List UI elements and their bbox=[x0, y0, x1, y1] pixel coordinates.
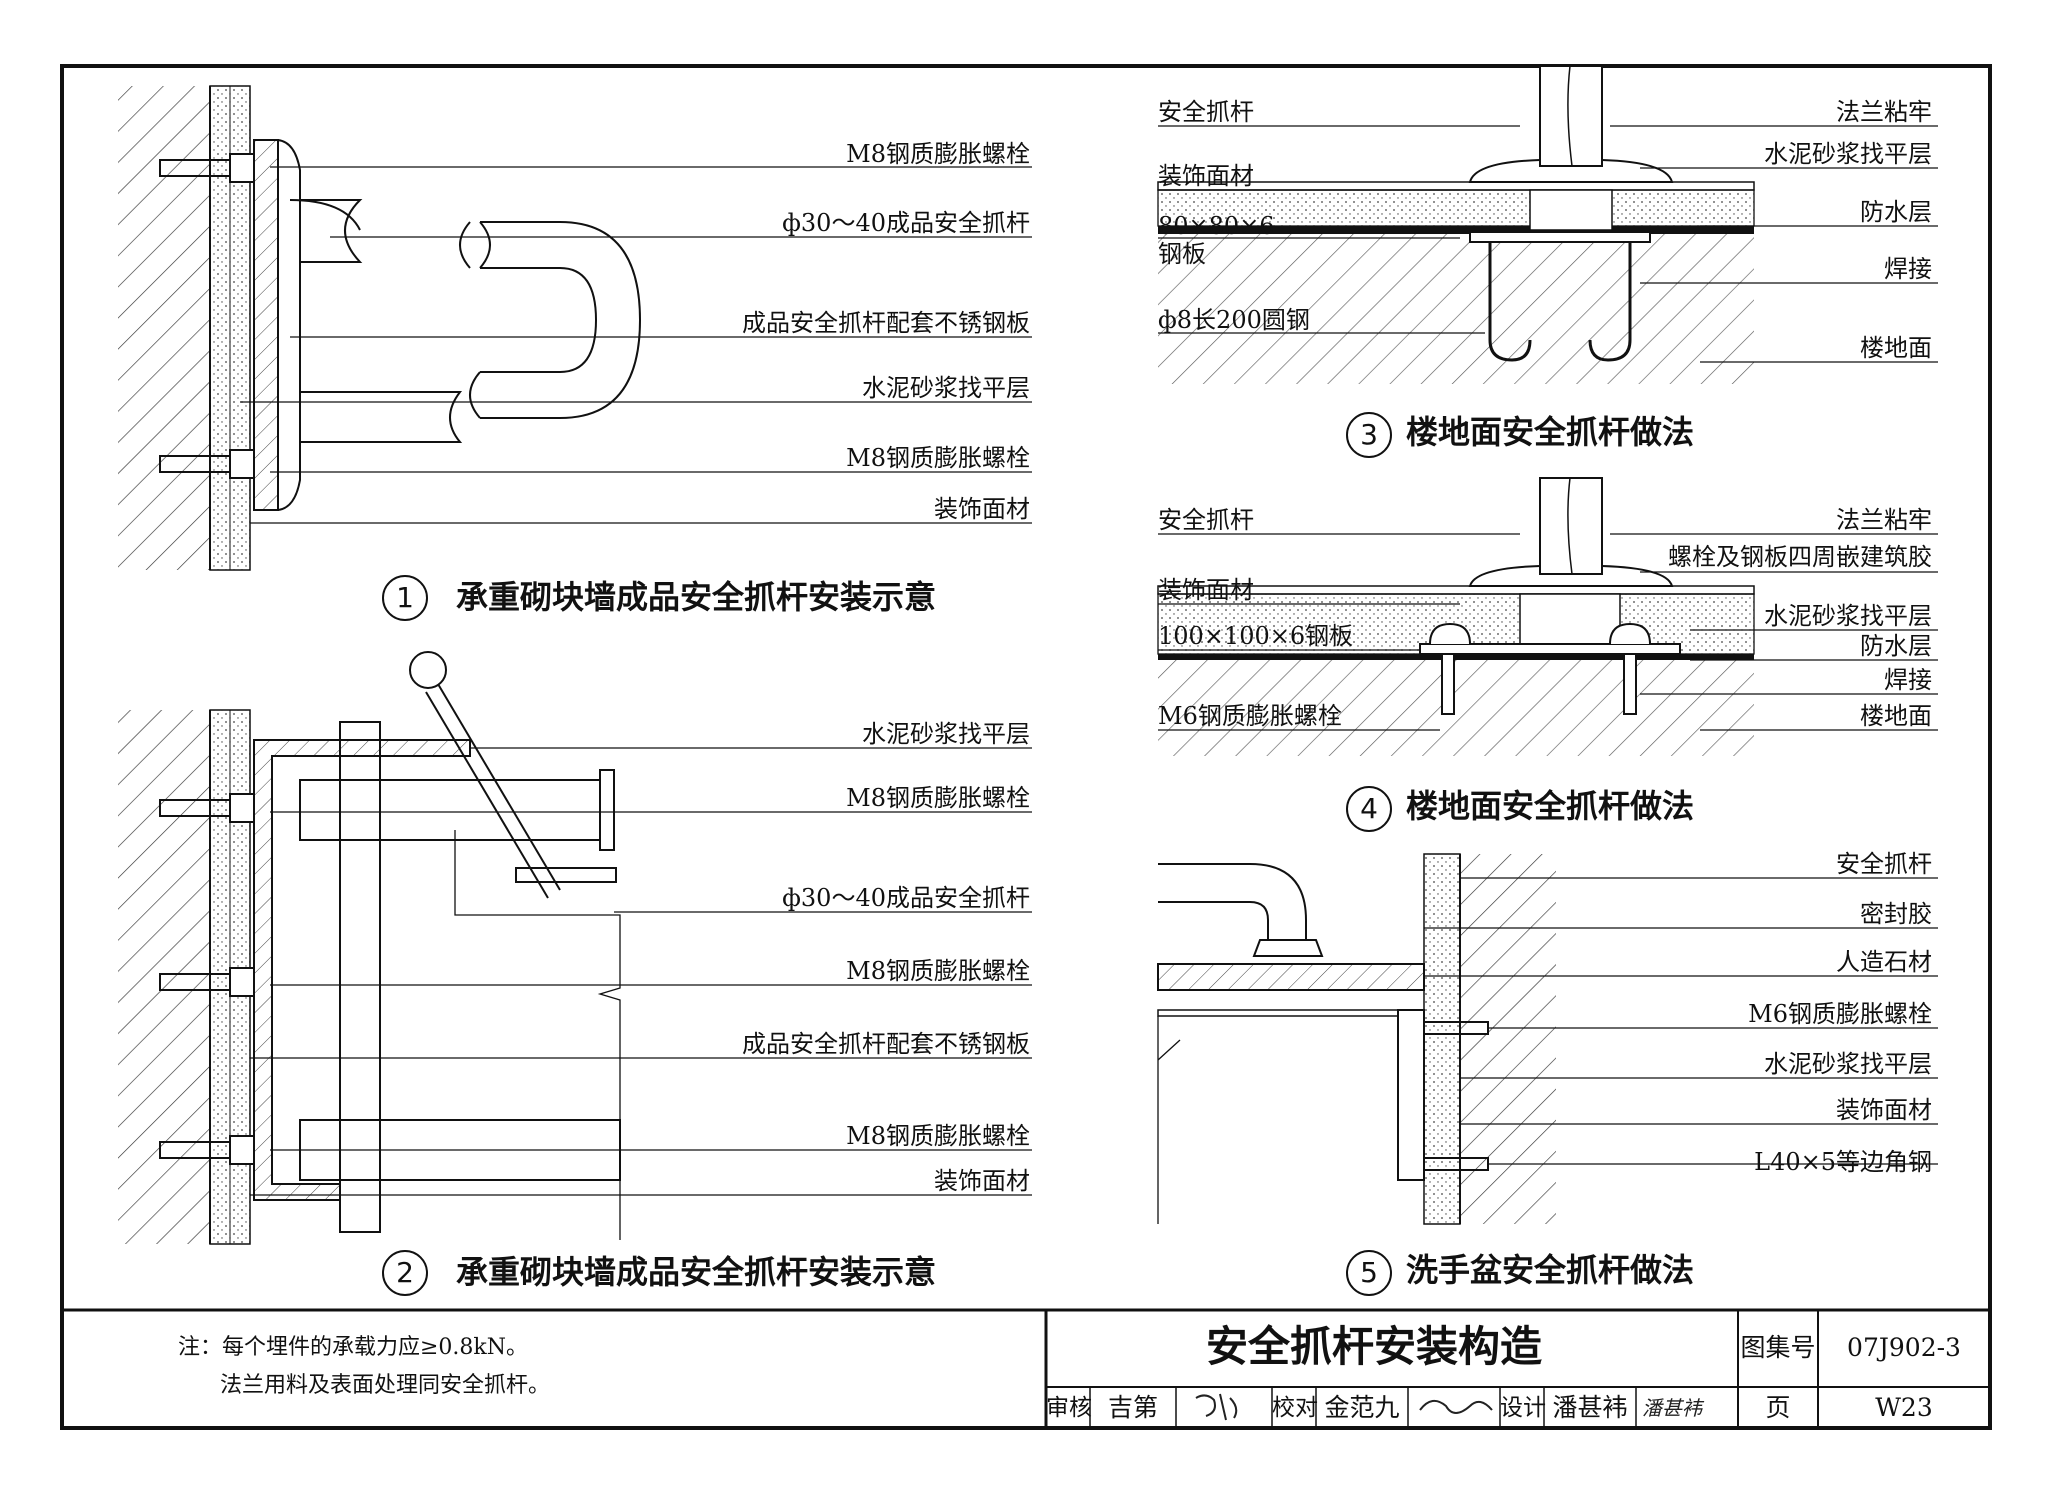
fig3-label-finish: 装饰面材 bbox=[1158, 162, 1254, 190]
page-label: 页 bbox=[1765, 1393, 1791, 1422]
fig5-label-angle: L40×5等边角钢 bbox=[1754, 1148, 1932, 1176]
fig4-number-circle: 4 bbox=[1346, 786, 1392, 832]
review-label: 审核 bbox=[1046, 1395, 1092, 1421]
design-name: 潘甚袆 bbox=[1552, 1393, 1628, 1422]
check-name: 金范九 bbox=[1324, 1393, 1400, 1422]
fig2-label-bolt-3: M8钢质膨胀螺栓 bbox=[846, 1122, 1030, 1150]
fig3-label-mortar: 水泥砂浆找平层 bbox=[1764, 140, 1932, 168]
title-block-lines bbox=[62, 1308, 1990, 1428]
fig1-number-circle: 1 bbox=[382, 575, 428, 621]
fig1-label-mortar: 水泥砂浆找平层 bbox=[862, 374, 1030, 402]
fig2-label-finish: 装饰面材 bbox=[934, 1167, 1030, 1195]
review-name: 吉第 bbox=[1107, 1393, 1158, 1422]
fig4-label-waterproof: 防水层 bbox=[1860, 632, 1932, 660]
fig2-title: 承重砌块墙成品安全抓杆安装示意 bbox=[456, 1253, 937, 1291]
fig4-label-mortar: 水泥砂浆找平层 bbox=[1764, 602, 1932, 630]
fig4-label-sealant: 螺栓及钢板四周嵌建筑胶 bbox=[1668, 543, 1932, 571]
fig4-label-flange: 法兰粘牢 bbox=[1836, 506, 1932, 534]
fig2-label-mortar: 水泥砂浆找平层 bbox=[862, 720, 1030, 748]
fig5-drawing bbox=[1157, 853, 1938, 1225]
drawing-frame bbox=[60, 64, 1992, 1430]
note-line-1: 注：每个埋件的承载力应≥0.8kN。 bbox=[178, 1335, 529, 1360]
fig5-label-mortar: 水泥砂浆找平层 bbox=[1764, 1050, 1932, 1078]
fig4-drawing bbox=[1157, 477, 1938, 756]
fig4-label-plate: 100×100×6钢板 bbox=[1158, 622, 1354, 650]
fig5-number-circle: 5 bbox=[1346, 1250, 1392, 1296]
fig2-label-bolt-1: M8钢质膨胀螺栓 bbox=[846, 784, 1030, 812]
fig4-label-finish: 装饰面材 bbox=[1158, 576, 1254, 604]
fig1-label-bolt-bottom: M8钢质膨胀螺栓 bbox=[846, 444, 1030, 472]
page-number: W23 bbox=[1875, 1393, 1933, 1422]
fig3-label-waterproof: 防水层 bbox=[1860, 198, 1932, 226]
fig4-label-weld: 焊接 bbox=[1884, 666, 1932, 694]
fig1-label-bolt-top: M8钢质膨胀螺栓 bbox=[846, 140, 1030, 168]
fig5-label-finish: 装饰面材 bbox=[1836, 1096, 1932, 1124]
atlas-label: 图集号 bbox=[1740, 1333, 1816, 1362]
fig3-label-plate: 钢板 bbox=[1158, 240, 1206, 268]
fig4-label-grab-bar: 安全抓杆 bbox=[1158, 506, 1254, 534]
fig2-label-bolt-2: M8钢质膨胀螺栓 bbox=[846, 957, 1030, 985]
fig3-label-flange: 法兰粘牢 bbox=[1836, 98, 1932, 126]
fig4-title: 楼地面安全抓杆做法 bbox=[1406, 787, 1695, 825]
fig4-label-bolt: M6钢质膨胀螺栓 bbox=[1158, 702, 1342, 730]
fig1-label-steel-plate: 成品安全抓杆配套不锈钢板 bbox=[742, 309, 1030, 337]
fig4-label-floor: 楼地面 bbox=[1860, 702, 1932, 730]
check-label: 校对 bbox=[1272, 1395, 1318, 1421]
fig5-label-sealant: 密封胶 bbox=[1860, 900, 1932, 928]
atlas-number: 07J902-3 bbox=[1847, 1333, 1961, 1362]
fig5-label-grab-bar: 安全抓杆 bbox=[1836, 850, 1932, 878]
note-line-2: 法兰用料及表面处理同安全抓杆。 bbox=[220, 1373, 551, 1398]
fig2-label-steel-plate: 成品安全抓杆配套不锈钢板 bbox=[742, 1030, 1030, 1058]
fig3-label-grab-bar: 安全抓杆 bbox=[1158, 98, 1254, 126]
fig3-drawing bbox=[1157, 65, 1938, 384]
fig3-label-floor: 楼地面 bbox=[1860, 334, 1932, 362]
fig1-title: 承重砌块墙成品安全抓杆安装示意 bbox=[456, 578, 937, 616]
signature-marks bbox=[1195, 1393, 1493, 1421]
fig2-number-circle: 2 bbox=[382, 1250, 428, 1296]
fig1-label-finish: 装饰面材 bbox=[934, 495, 1030, 523]
fig5-title: 洗手盆安全抓杆做法 bbox=[1406, 1251, 1695, 1289]
fig2-label-grab-bar: ф30～40成品安全抓杆 bbox=[782, 884, 1030, 912]
design-label: 设计 bbox=[1500, 1395, 1546, 1421]
design-signature: 潘甚袆 bbox=[1642, 1396, 1702, 1420]
fig3-label-round-steel: ф8长200圆钢 bbox=[1158, 306, 1310, 334]
fig3-number-circle: 3 bbox=[1346, 412, 1392, 458]
fig3-label-plate-size: 80×80×6 bbox=[1158, 212, 1275, 240]
fig3-label-weld: 焊接 bbox=[1884, 255, 1932, 283]
fig5-label-stone: 人造石材 bbox=[1836, 948, 1932, 976]
fig1-drawing bbox=[118, 85, 1032, 571]
fig5-label-bolt: M6钢质膨胀螺栓 bbox=[1748, 1000, 1932, 1028]
fig2-drawing bbox=[118, 651, 1032, 1245]
fig1-label-grab-bar: ф30～40成品安全抓杆 bbox=[782, 209, 1030, 237]
sheet-title: 安全抓杆安装构造 bbox=[1206, 1322, 1543, 1371]
fig3-title: 楼地面安全抓杆做法 bbox=[1406, 413, 1695, 451]
